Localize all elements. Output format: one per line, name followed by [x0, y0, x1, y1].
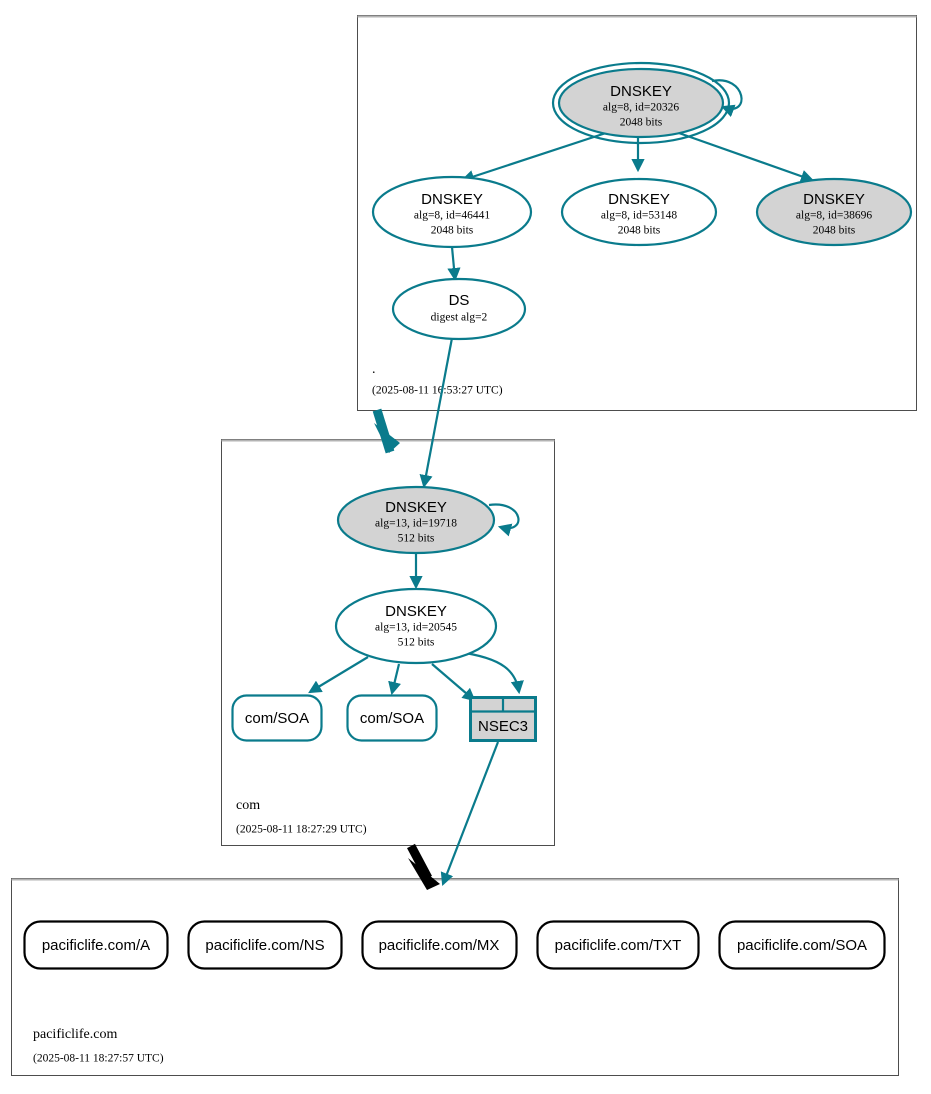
node-ds-root[interactable]: DS digest alg=2: [391, 277, 527, 341]
node-subtitle-digest: digest alg=2: [431, 312, 488, 324]
node-title: DNSKEY: [385, 603, 447, 620]
node-subtitle-alg-id: alg=8, id=38696: [796, 210, 872, 222]
zone-border-pacificlife: [11, 878, 899, 1076]
zone-timestamp-root: (2025-08-11 16:53:27 UTC): [372, 385, 503, 397]
node-subtitle-bits: 2048 bits: [620, 117, 663, 129]
node-dnskey-root-46441[interactable]: DNSKEY alg=8, id=46441 2048 bits: [371, 175, 533, 249]
node-subtitle-bits: 2048 bits: [618, 225, 661, 237]
edge-delegation-root-to-com: [372, 408, 400, 454]
node-title: DNSKEY: [385, 499, 447, 516]
node-ellipse: [560, 177, 718, 247]
node-inner-ring: [557, 67, 725, 139]
node-subtitle-alg-id: alg=8, id=20326: [603, 102, 679, 114]
node-rounded-box: [536, 920, 700, 970]
node-label: pacificlife.com/NS: [205, 937, 324, 954]
node-rounded-box: [231, 694, 323, 742]
node-title: DNSKEY: [610, 83, 672, 100]
node-subtitle-bits: 2048 bits: [431, 225, 474, 237]
edge-rrsig-46441-to-ds: [447, 246, 461, 282]
zone-timestamp-com: (2025-08-11 18:27:29 UTC): [236, 824, 367, 836]
node-title: DNSKEY: [608, 191, 670, 208]
node-ellipse: [755, 177, 913, 247]
node-rounded-box: [187, 920, 343, 970]
node-title: DS: [449, 292, 470, 309]
edge-rrsig-zsk-to-nsec3-b: [457, 650, 524, 695]
zone-label-pacificlife: pacificlife.com: [33, 1027, 117, 1042]
edge-self-sign-root-ksk: [711, 79, 743, 118]
node-rounded-box: [23, 920, 169, 970]
edge-delegation-com-to-pacificlife-insecure: [407, 843, 440, 890]
zone-border-root-top-highlight: [357, 15, 917, 18]
node-rrset-pacificlife-ns[interactable]: pacificlife.com/NS: [187, 920, 343, 970]
node-rounded-box: [361, 920, 518, 970]
edge-rrsig-root-ksk-to-38696: [675, 130, 815, 183]
node-rounded-box: [718, 920, 886, 970]
node-dnskey-com-20545[interactable]: DNSKEY alg=13, id=20545 512 bits: [334, 587, 498, 665]
node-dnskey-root-38696[interactable]: DNSKEY alg=8, id=38696 2048 bits: [755, 177, 913, 247]
zone-box-pacificlife: pacificlife.com (2025-08-11 18:27:57 UTC…: [11, 878, 899, 1076]
node-subtitle-alg-id: alg=13, id=19718: [375, 518, 457, 530]
edge-rrsig-zsk-to-soa-1: [308, 656, 369, 694]
node-subtitle-alg-id: alg=8, id=53148: [601, 210, 677, 222]
node-ellipse: [371, 175, 533, 249]
node-rrset-pacificlife-txt[interactable]: pacificlife.com/TXT: [536, 920, 700, 970]
node-title: DNSKEY: [421, 191, 483, 208]
edge-rrsig-zsk-to-nsec3-a: [431, 663, 476, 702]
edge-rrsig-zsk-to-soa-2: [388, 663, 401, 696]
node-dnskey-com-19718[interactable]: DNSKEY alg=13, id=19718 512 bits: [336, 485, 496, 555]
node-ellipse: [336, 485, 496, 555]
edge-rrsig-root-ksk-to-46441: [460, 129, 613, 183]
node-rrset-pacificlife-mx[interactable]: pacificlife.com/MX: [361, 920, 518, 970]
node-label: pacificlife.com/A: [42, 937, 150, 954]
node-label: NSEC3: [478, 718, 528, 735]
zone-timestamp-pacificlife: (2025-08-11 18:27:57 UTC): [33, 1053, 164, 1065]
node-nsec3-com[interactable]: NSEC3: [469, 696, 537, 742]
edge-nsec3-to-pacificlife: [440, 741, 500, 887]
node-subtitle-alg-id: alg=13, id=20545: [375, 622, 457, 634]
node-label: com/SOA: [360, 710, 424, 727]
node-ellipse: [334, 587, 498, 665]
node-rrset-pacificlife-a[interactable]: pacificlife.com/A: [23, 920, 169, 970]
zone-box-root: . (2025-08-11 16:53:27 UTC): [357, 15, 917, 411]
node-rrset-com-soa-2[interactable]: com/SOA: [346, 694, 438, 742]
node-subtitle-bits: 2048 bits: [813, 225, 856, 237]
edge-self-sign-com-ksk: [488, 503, 520, 537]
zone-border-pacificlife-top-highlight: [11, 878, 899, 881]
node-dnskey-root-53148[interactable]: DNSKEY alg=8, id=53148 2048 bits: [560, 177, 718, 247]
node-subtitle-bits: 512 bits: [398, 533, 435, 545]
node-rrset-com-soa-1[interactable]: com/SOA: [231, 694, 323, 742]
node-outer-ring: [551, 61, 731, 145]
node-label: pacificlife.com/TXT: [555, 937, 682, 954]
node-subtitle-alg-id: alg=8, id=46441: [414, 210, 490, 222]
zone-label-root: .: [372, 362, 376, 377]
node-label: pacificlife.com/SOA: [737, 937, 867, 954]
node-label: com/SOA: [245, 710, 309, 727]
node-rounded-box: [346, 694, 438, 742]
node-label: pacificlife.com/MX: [379, 937, 500, 954]
node-title: DNSKEY: [803, 191, 865, 208]
node-ellipse: [391, 277, 527, 341]
node-rrset-pacificlife-soa[interactable]: pacificlife.com/SOA: [718, 920, 886, 970]
edge-ds-to-com-dnskey: [419, 337, 454, 489]
node-subtitle-bits: 512 bits: [398, 637, 435, 649]
node-dnskey-root-20326[interactable]: DNSKEY alg=8, id=20326 2048 bits: [551, 61, 731, 145]
zone-label-com: com: [236, 798, 260, 813]
